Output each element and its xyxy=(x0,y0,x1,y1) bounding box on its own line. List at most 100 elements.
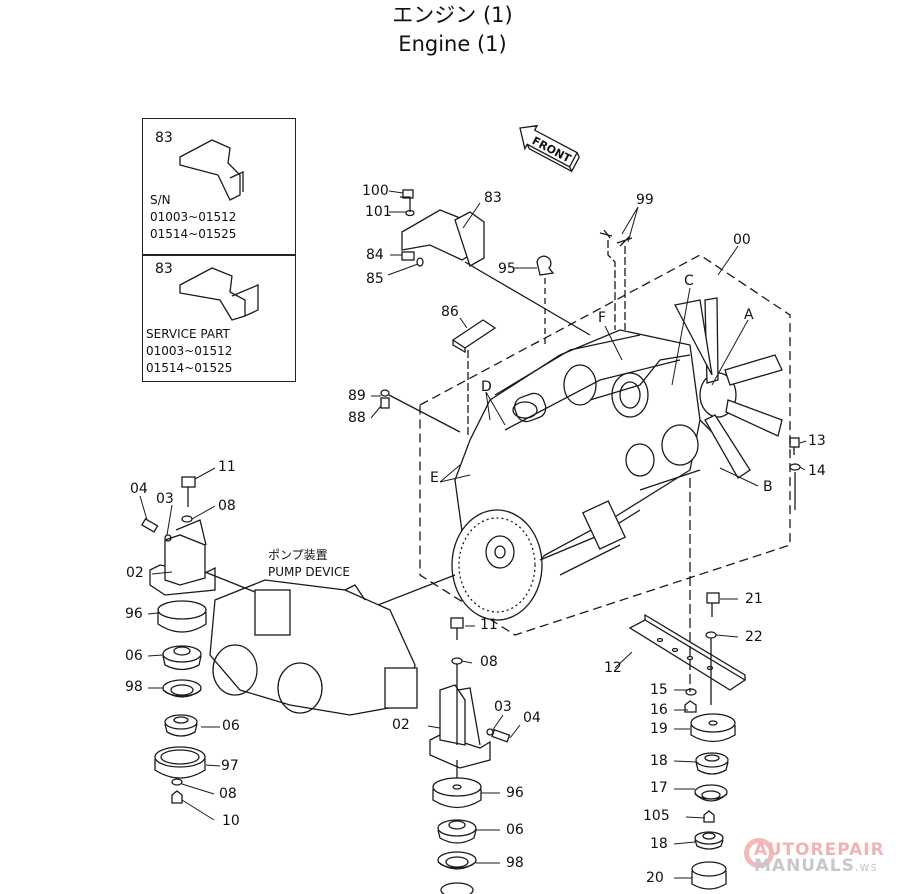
callout-98-left: 98 xyxy=(125,679,143,695)
bolt-04-left-icon xyxy=(141,518,159,533)
washer-03-left-icon xyxy=(164,534,172,542)
callout-d: D xyxy=(481,379,492,395)
inset-bracket-service xyxy=(179,267,259,321)
callout-02-middle: 02 xyxy=(392,717,410,733)
callout-22: 22 xyxy=(745,629,763,645)
inset-box-serial-range xyxy=(142,118,296,256)
leader-lines xyxy=(139,190,807,879)
callout-03-middle: 03 xyxy=(494,699,512,715)
watermark-line1: AUTOREPAIR xyxy=(754,840,885,860)
callout-86: 86 xyxy=(441,304,459,320)
callout-a: A xyxy=(744,307,754,323)
washer-03-middle-icon xyxy=(486,728,494,736)
callout-19: 19 xyxy=(650,721,668,737)
callout-105: 105 xyxy=(643,808,670,824)
nut-16-icon xyxy=(684,700,697,713)
watermark-line2: MANUALS xyxy=(754,856,855,876)
callout-04-middle: 04 xyxy=(523,710,541,726)
callout-99: 99 xyxy=(636,192,654,208)
inset-part-number: 83 xyxy=(155,130,173,146)
callout-f: F xyxy=(598,310,607,326)
engine-assembly-boundary xyxy=(419,254,791,636)
callout-06-middle: 06 xyxy=(506,822,524,838)
callout-c: C xyxy=(684,273,694,289)
inset-caption: SERVICE PART xyxy=(146,327,230,341)
watermark: AUTOREPAIR MANUALS.ws xyxy=(754,842,885,875)
washer-15-icon xyxy=(685,688,697,696)
watermark-logo-icon xyxy=(744,838,774,868)
callout-11-middle: 11 xyxy=(480,617,498,633)
callout-11-left: 11 xyxy=(218,459,236,475)
callout-12: 12 xyxy=(604,660,622,676)
bolt-13-icon xyxy=(789,437,800,448)
inset-part-number: 83 xyxy=(155,261,173,277)
inset-caption: S/N xyxy=(150,193,171,207)
inset-serial: 01514~01525 xyxy=(146,361,233,375)
callout-13: 13 xyxy=(808,433,826,449)
plate-86-icon xyxy=(451,319,497,354)
callout-88: 88 xyxy=(348,410,366,426)
inset-serial: 01003~01512 xyxy=(146,344,233,358)
callout-00: 00 xyxy=(733,232,751,248)
callout-04-left: 04 xyxy=(130,481,148,497)
inset-serial: 01514~01525 xyxy=(150,227,237,241)
right-support-plate-12 xyxy=(628,613,747,691)
callout-14: 14 xyxy=(808,463,826,479)
callout-08-left: 08 xyxy=(218,498,236,514)
callout-85: 85 xyxy=(366,271,384,287)
page-title-english: Engine (1) xyxy=(398,32,507,56)
callout-03-left: 03 xyxy=(156,491,174,507)
page-title-japanese: エンジン (1) xyxy=(392,3,513,27)
washer-85-icon xyxy=(416,257,424,267)
callout-17: 17 xyxy=(650,780,668,796)
cooling-fan xyxy=(674,297,783,479)
callout-83: 83 xyxy=(484,190,502,206)
callout-89: 89 xyxy=(348,388,366,404)
callout-06-left-upper: 06 xyxy=(125,648,143,664)
callout-98-middle: 98 xyxy=(506,855,524,871)
inset-bracket-sn xyxy=(179,139,244,201)
callout-10: 10 xyxy=(222,813,240,829)
pump-device-label: PUMP DEVICE xyxy=(268,565,350,579)
callout-06-left-lower: 06 xyxy=(222,718,240,734)
left-mount-bracket-02 xyxy=(149,519,216,596)
callout-02-left: 02 xyxy=(126,565,144,581)
inset-serial: 01003~01512 xyxy=(150,210,237,224)
callout-16: 16 xyxy=(650,702,668,718)
washer-101-icon xyxy=(405,209,415,217)
callout-20: 20 xyxy=(646,870,664,886)
front-arrow-icon: FRONT xyxy=(519,124,580,173)
callout-15: 15 xyxy=(650,682,668,698)
callout-101: 101 xyxy=(365,204,392,220)
clamp-95-icon xyxy=(536,255,555,276)
bolt-04-middle-icon xyxy=(491,728,511,743)
bolt-11-left-icon xyxy=(181,476,196,488)
callout-100: 100 xyxy=(362,183,389,199)
bolt-21-icon xyxy=(706,592,720,604)
bolt-11-middle-icon xyxy=(450,617,464,629)
bolt-88-icon xyxy=(380,397,390,409)
inset-box-service-part xyxy=(142,254,296,382)
callout-96-middle: 96 xyxy=(506,785,524,801)
watermark-suffix: .ws xyxy=(854,860,878,874)
middle-mount-bracket-02 xyxy=(429,684,491,769)
callout-84: 84 xyxy=(366,247,384,263)
callout-96-left: 96 xyxy=(125,606,143,622)
bolt-100-icon xyxy=(402,189,414,199)
bolt-84-icon xyxy=(401,251,415,261)
washer-22-icon xyxy=(705,631,717,639)
engine-block xyxy=(451,329,721,621)
middle-isolator-stack xyxy=(432,777,482,894)
callout-21: 21 xyxy=(745,591,763,607)
washer-14-icon xyxy=(789,463,801,471)
callout-e: E xyxy=(430,470,439,486)
callout-95: 95 xyxy=(498,261,516,277)
callout-b: B xyxy=(763,479,773,495)
pump-device-label-japanese: ポンプ装置 xyxy=(268,548,328,562)
callout-97: 97 xyxy=(221,758,239,774)
nut-89-icon xyxy=(380,389,390,397)
pump-device xyxy=(209,579,418,716)
mount-bracket-83 xyxy=(401,209,591,336)
callout-18-lower: 18 xyxy=(650,836,668,852)
